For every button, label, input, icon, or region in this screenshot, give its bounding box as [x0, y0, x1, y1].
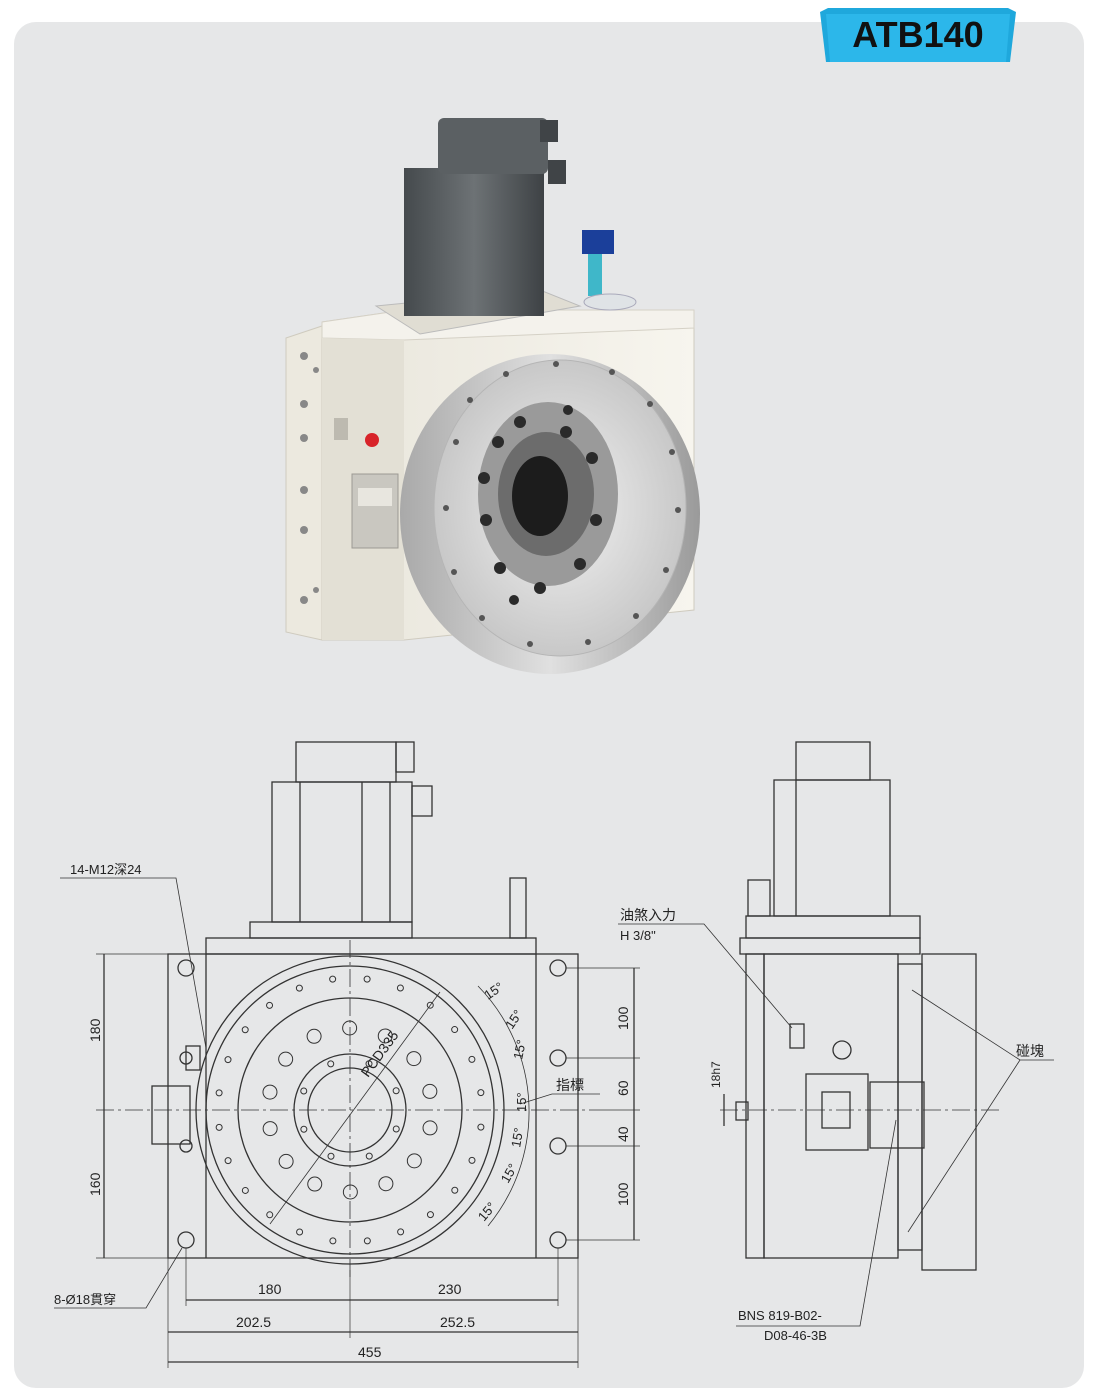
dog-callout: 碰塊 — [1016, 1043, 1044, 1059]
through-holes-callout: 8-Ø18貫穿 — [54, 1292, 116, 1307]
angle-label: 15° — [481, 979, 506, 1002]
dim-bottom-left-inner: 180 — [258, 1281, 282, 1297]
bolt-hole — [329, 975, 337, 983]
bolt-hole — [342, 1020, 358, 1036]
bolt-hole — [266, 1211, 274, 1219]
angle-label: 15° — [510, 1038, 529, 1060]
dim-bottom-right-outer: 252.5 — [440, 1314, 475, 1330]
model-badge — [820, 8, 1016, 62]
dim-overall-width: 455 — [358, 1344, 382, 1360]
oil-inlet-callout: 油煞入力 — [620, 907, 676, 923]
bolt-hole — [215, 1089, 223, 1097]
key-width-dim: 18h7 — [709, 1061, 723, 1088]
bolt-hole — [397, 1228, 405, 1236]
bolt-hole — [378, 1176, 394, 1192]
bolt-hole — [468, 1156, 476, 1164]
bolt-hole — [278, 1051, 294, 1067]
bolt-hole — [241, 1026, 249, 1034]
bolt-hole — [422, 1083, 438, 1099]
bolt-hole — [241, 1186, 249, 1194]
angle-label: 15° — [475, 1199, 499, 1224]
oil-inlet-spec: H 3/8" — [620, 928, 656, 943]
bolt-hole — [377, 1028, 393, 1044]
bolt-hole — [224, 1056, 232, 1064]
product-card — [14, 22, 1084, 1388]
bolt-hole — [406, 1051, 422, 1067]
angle-label: 15° — [498, 1161, 521, 1186]
bolt-hole — [300, 1125, 308, 1133]
dim-bottom-left-outer: 202.5 — [236, 1314, 271, 1330]
bolt-hole — [363, 1237, 371, 1245]
bolt-hole — [306, 1028, 322, 1044]
indicator-callout: 指標 — [556, 1077, 584, 1093]
bolt-hole — [365, 1060, 373, 1068]
angle-label: 15° — [508, 1127, 526, 1149]
bolt-hole — [365, 1152, 373, 1160]
bolt-hole — [215, 1123, 223, 1131]
bolt-hole — [296, 1228, 304, 1236]
bolt-hole — [406, 1153, 422, 1169]
bolt-hole — [451, 1186, 459, 1194]
switch-callout: BNS 819-B02- — [738, 1308, 822, 1323]
bolt-hole — [426, 1001, 434, 1009]
bolt-hole — [342, 1184, 358, 1200]
bolt-hole — [262, 1084, 278, 1100]
dim-left-lower: 160 — [87, 1172, 103, 1196]
bolt-hole — [327, 1152, 335, 1160]
dim-right-top: 100 — [615, 1006, 631, 1030]
bolt-hole — [426, 1211, 434, 1219]
bolt-hole — [278, 1153, 294, 1169]
bolt-hole — [262, 1121, 278, 1137]
dim-right-mid-upper: 60 — [615, 1080, 631, 1096]
bolt-hole — [396, 984, 404, 992]
dim-left-upper: 180 — [87, 1018, 103, 1042]
bolt-hole — [422, 1120, 438, 1136]
bolt-hole — [477, 1123, 485, 1131]
dim-right-mid-lower: 40 — [615, 1126, 631, 1142]
bolt-hole — [300, 1087, 308, 1095]
bolt-hole — [477, 1089, 485, 1097]
dim-bottom-right-inner: 230 — [438, 1281, 462, 1297]
bolt-hole — [295, 984, 303, 992]
bolt-hole — [392, 1125, 400, 1133]
product-render — [285, 118, 700, 674]
bolt-hole — [327, 1060, 335, 1068]
model-title: ATB140 — [852, 14, 984, 55]
angle-label: 15° — [502, 1007, 525, 1032]
bolt-hole — [468, 1055, 476, 1063]
bolt-hole — [224, 1157, 232, 1165]
bolt-hole — [363, 975, 371, 983]
bolt-hole — [392, 1087, 400, 1095]
tapped-holes-callout: 14-M12深24 — [70, 862, 142, 877]
switch-model: D08-46-3B — [764, 1328, 827, 1343]
bolt-hole — [307, 1176, 323, 1192]
dim-right-bottom: 100 — [615, 1182, 631, 1206]
bolt-hole — [329, 1237, 337, 1245]
angle-label: 15° — [514, 1092, 529, 1112]
bolt-hole — [451, 1026, 459, 1034]
bolt-hole — [266, 1001, 274, 1009]
